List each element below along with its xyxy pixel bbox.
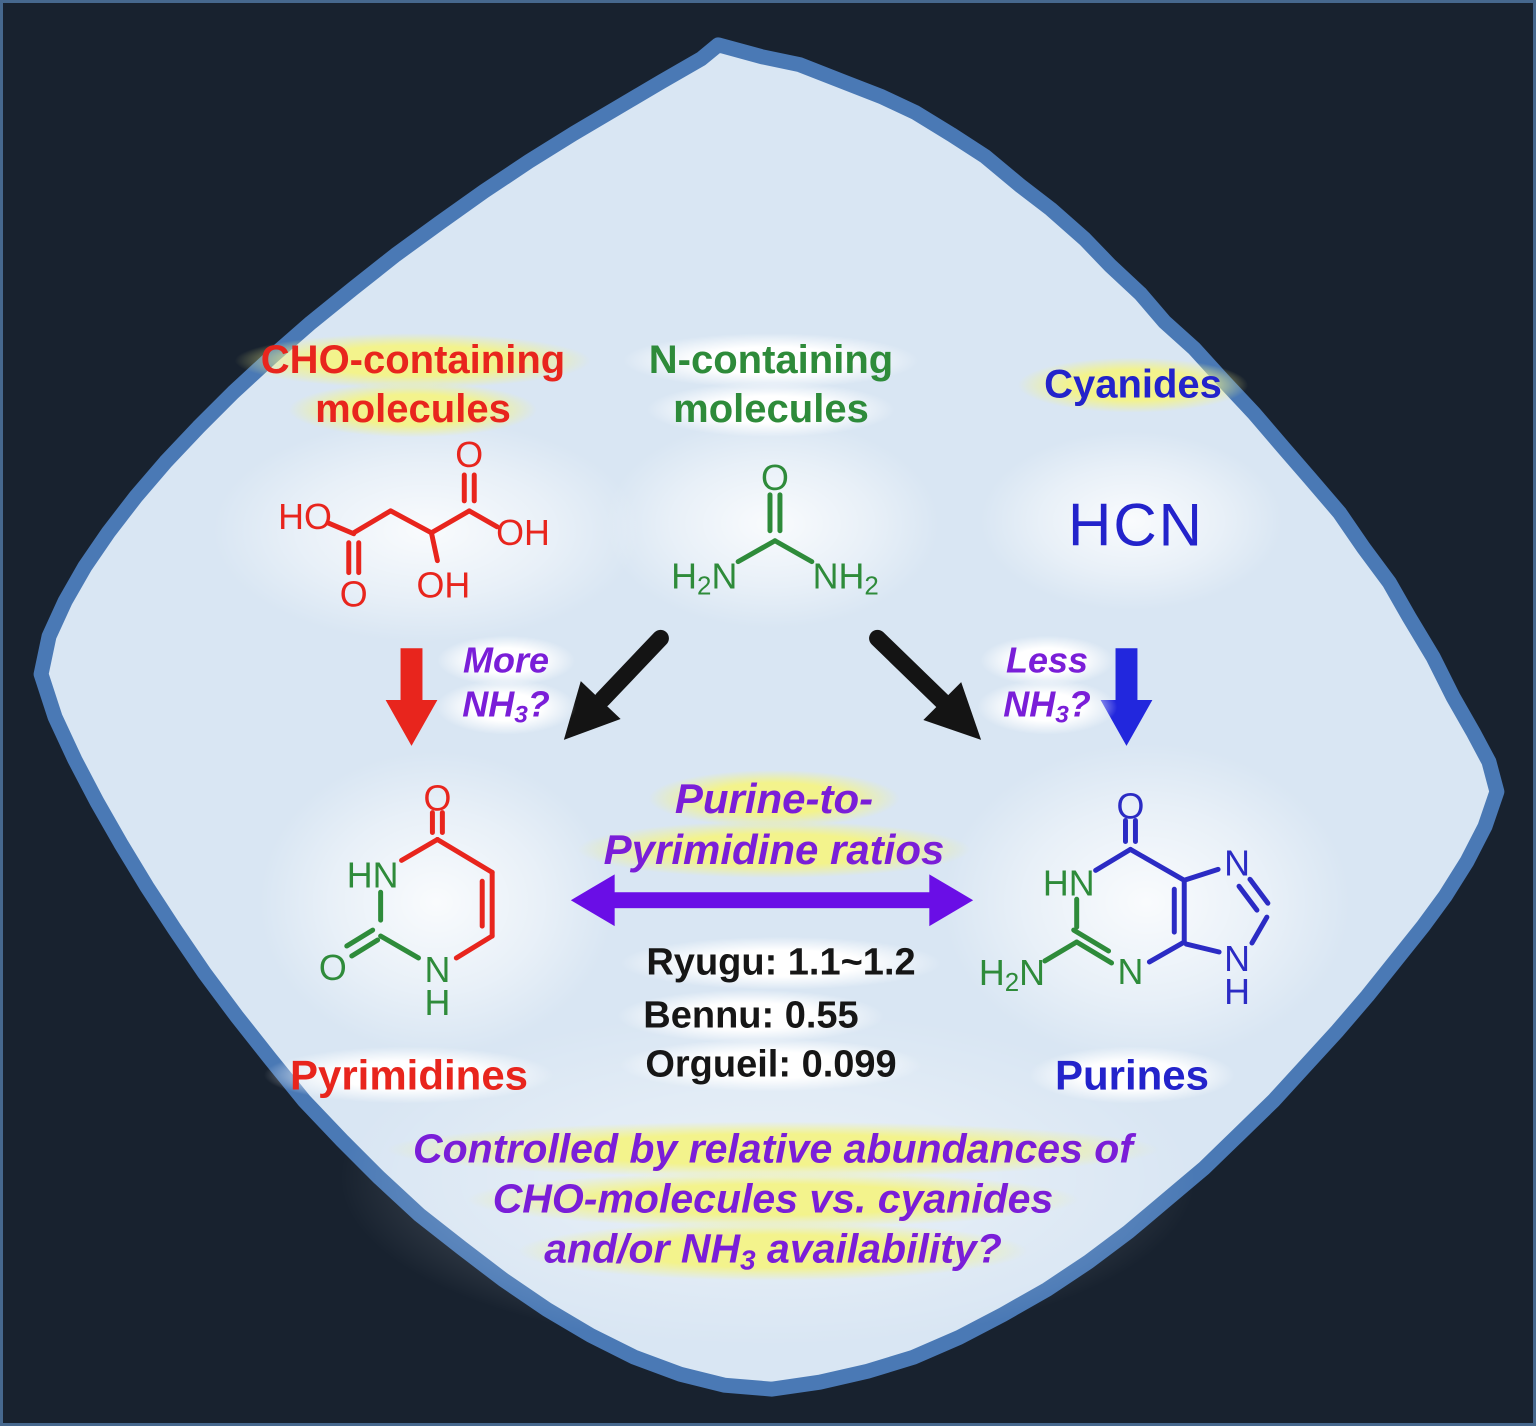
atom-label: H bbox=[424, 983, 450, 1023]
atom-label: N bbox=[1224, 843, 1250, 883]
ratio-title-line1: Purine-to- bbox=[648, 769, 900, 827]
atom-label: HO bbox=[278, 497, 332, 537]
ratio-bennu: Bennu: 0.55 bbox=[617, 989, 885, 1043]
ratio-title: Purine-to- Pyrimidine ratios bbox=[577, 769, 971, 879]
atom-label: O bbox=[455, 435, 483, 475]
more-nh3-line1: More bbox=[436, 635, 576, 686]
caption-line2: CHO-molecules vs. cyanides bbox=[466, 1171, 1080, 1228]
caption-line3: and/or NH3 availability? bbox=[518, 1221, 1028, 1281]
hcn-formula: HCN bbox=[1068, 491, 1204, 559]
less-nh3-line1: Less bbox=[979, 635, 1115, 686]
atom-label: O bbox=[319, 948, 347, 988]
atom-label: HN bbox=[1043, 863, 1095, 903]
atom-label: OH bbox=[416, 566, 470, 606]
more-nh3-line2: NH3? bbox=[436, 679, 576, 735]
guanine-structure: O HN H2N N N N H bbox=[979, 787, 1271, 1012]
cho-header-line1: CHO-containing bbox=[234, 333, 592, 388]
atom-label: O bbox=[340, 575, 368, 615]
atom-label: H bbox=[1224, 972, 1250, 1012]
n-header-line1: N-containing bbox=[622, 333, 920, 388]
atom-label: H2N bbox=[671, 557, 737, 601]
n-molecules-header: N-containing molecules bbox=[622, 333, 920, 437]
red-down-arrow bbox=[385, 648, 438, 746]
bottom-caption: Controlled by relative abundances of CHO… bbox=[387, 1121, 1159, 1281]
atom-label: H2N bbox=[979, 953, 1045, 997]
ratio-ryugu: Ryugu: 1.1~1.2 bbox=[620, 936, 942, 990]
n-header-line2: molecules bbox=[647, 382, 895, 437]
cyanides-label: Cyanides bbox=[1018, 357, 1248, 413]
atom-label: OH bbox=[496, 513, 550, 553]
cyanides-header: Cyanides bbox=[1018, 357, 1248, 413]
ratio-orgueil: Orgueil: 0.099 bbox=[619, 1038, 923, 1092]
atom-label: HN bbox=[347, 855, 399, 895]
pyrimidines-label: Pyrimidines bbox=[263, 1046, 555, 1104]
purine-pyrimidine-double-arrow bbox=[570, 874, 974, 927]
cho-molecules-header: CHO-containing molecules bbox=[234, 333, 592, 437]
black-arrow-right bbox=[869, 629, 982, 740]
urea-structure: O H2N NH2 bbox=[671, 458, 879, 601]
atom-label: O bbox=[423, 779, 451, 819]
malic-acid-structure: HO O OH O OH bbox=[278, 435, 550, 614]
less-nh3-line2: NH3? bbox=[977, 679, 1117, 735]
ratio-title-line2: Pyrimidine ratios bbox=[577, 821, 971, 879]
less-nh3-note: Less NH3? bbox=[977, 635, 1117, 735]
cho-header-line2: molecules bbox=[289, 382, 537, 437]
purines-label: Purines bbox=[1028, 1046, 1236, 1104]
caption-line1: Controlled by relative abundances of bbox=[387, 1121, 1159, 1178]
black-arrow-left bbox=[563, 629, 669, 740]
atom-label: N bbox=[424, 950, 450, 990]
atom-label: N bbox=[1118, 952, 1144, 992]
atom-label: NH2 bbox=[813, 557, 879, 601]
more-nh3-note: More NH3? bbox=[436, 635, 576, 735]
uracil-structure: O HN O N H bbox=[319, 779, 495, 1023]
blue-down-arrow bbox=[1100, 648, 1153, 746]
atom-label: O bbox=[1117, 787, 1145, 827]
atom-label: O bbox=[761, 458, 789, 498]
atom-label: N bbox=[1224, 939, 1250, 979]
